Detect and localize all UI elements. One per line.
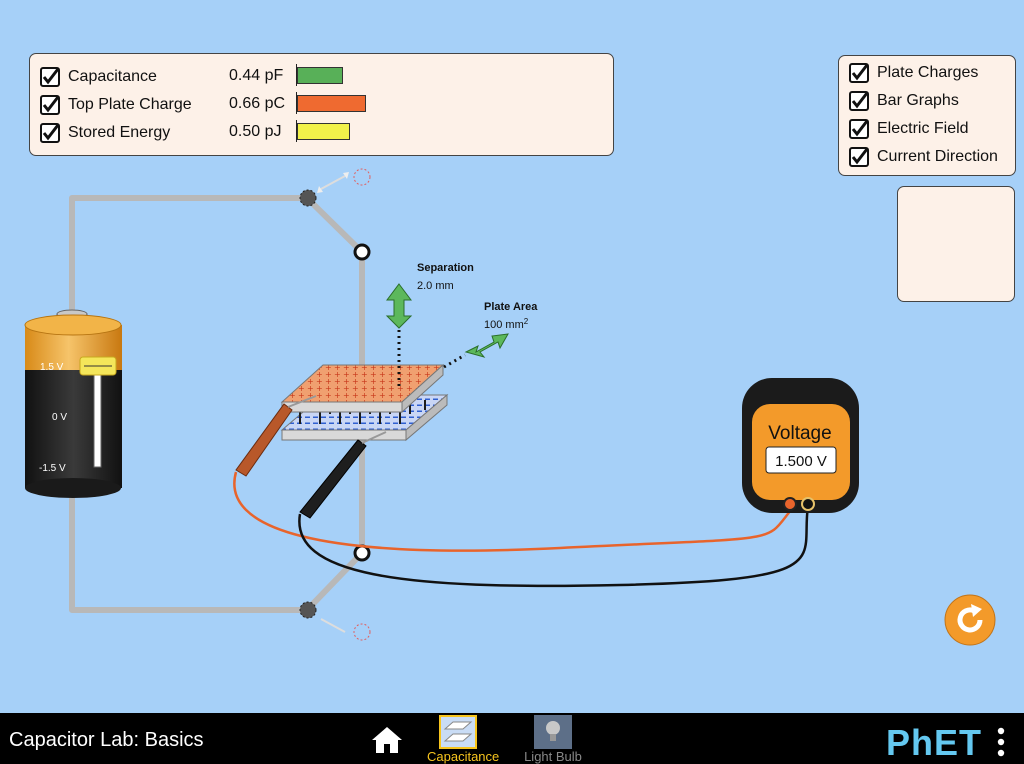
voltmeter-reading: 1.500 V bbox=[775, 453, 827, 470]
plate-charges-option[interactable]: Plate Charges bbox=[849, 60, 978, 86]
capacitor bbox=[280, 363, 449, 442]
top-plate-charge-value: 0.66 pC bbox=[229, 95, 286, 112]
current-direction-label: Current Direction bbox=[877, 148, 998, 165]
plate-area-label: Plate Area bbox=[484, 301, 538, 313]
red-probe-wire bbox=[233, 471, 797, 552]
bottom-switch[interactable] bbox=[299, 544, 371, 641]
battery-voltage-track bbox=[93, 366, 102, 468]
electric-field-label: Electric Field bbox=[877, 120, 969, 137]
plate-area-value: 100 mm2 bbox=[484, 317, 529, 331]
view-options-panel: Plate Charges Bar Graphs Electric Field … bbox=[838, 55, 1016, 176]
top-plate-charge-row[interactable]: Top Plate Charge bbox=[40, 92, 192, 118]
stored-energy-checkbox[interactable] bbox=[40, 123, 60, 143]
phet-logo[interactable]: PhET bbox=[886, 722, 983, 763]
tab-light-bulb-label: Light Bulb bbox=[524, 749, 582, 764]
plate-charges-checkbox[interactable] bbox=[849, 63, 869, 83]
menu-icon[interactable] bbox=[996, 727, 1006, 757]
electric-field-option[interactable]: Electric Field bbox=[849, 116, 969, 142]
current-direction-option[interactable]: Current Direction bbox=[849, 144, 998, 170]
stored-energy-value: 0.50 pJ bbox=[229, 123, 282, 140]
sim-title: Capacitor Lab: Basics bbox=[9, 729, 204, 751]
bar-graphs-option[interactable]: Bar Graphs bbox=[849, 88, 959, 114]
home-icon[interactable] bbox=[370, 725, 404, 755]
battery-tick-top: 1.5 V bbox=[40, 362, 64, 373]
black-probe[interactable] bbox=[299, 431, 387, 519]
meter-panel: Capacitance Top Plate Charge Stored Ener… bbox=[29, 53, 614, 156]
capacitance-bar-axis bbox=[296, 64, 297, 86]
top-plate-charge-bar bbox=[297, 95, 366, 112]
stored-energy-row[interactable]: Stored Energy bbox=[40, 120, 170, 146]
top-switch[interactable] bbox=[299, 168, 371, 261]
separation-label: Separation bbox=[417, 262, 474, 274]
stored-energy-label: Stored Energy bbox=[68, 124, 171, 141]
tab-capacitance[interactable]: Capacitance bbox=[427, 713, 500, 764]
bar-graphs-label: Bar Graphs bbox=[877, 92, 959, 109]
capacitance-row[interactable]: Capacitance bbox=[40, 64, 157, 90]
voltmeter-title: Voltage bbox=[768, 423, 831, 444]
capacitance-bar bbox=[297, 67, 343, 84]
battery-tick-mid: 0 V bbox=[52, 412, 67, 423]
top-plate-charge-checkbox[interactable] bbox=[40, 95, 60, 115]
tab-capacitance-label: Capacitance bbox=[427, 749, 500, 764]
plate-area-handle[interactable] bbox=[443, 333, 509, 369]
top-plate-charge-bar-axis bbox=[296, 92, 297, 114]
battery: 1.5 V 0 V -1.5 V bbox=[24, 309, 122, 498]
capacitance-value: 0.44 pF bbox=[229, 67, 284, 84]
current-direction-checkbox[interactable] bbox=[849, 147, 869, 167]
circuit-scene: + 1.5 V 0 V -1.5 V bbox=[24, 168, 859, 641]
navigation-bar: Capacitor Lab: Basics Capacitance Light … bbox=[0, 713, 1024, 764]
voltmeter[interactable] bbox=[742, 378, 859, 513]
electric-field-checkbox[interactable] bbox=[849, 119, 869, 139]
capacitance-checkbox[interactable] bbox=[40, 67, 60, 87]
stored-energy-bar bbox=[297, 123, 350, 140]
separation-handle[interactable] bbox=[385, 283, 413, 388]
red-probe[interactable] bbox=[235, 395, 317, 477]
black-probe-wire bbox=[298, 505, 810, 588]
capacitance-tab-icon bbox=[439, 715, 477, 749]
plate-charges-label: Plate Charges bbox=[877, 64, 979, 81]
stored-energy-bar-axis bbox=[296, 120, 297, 142]
top-plate-charge-label: Top Plate Charge bbox=[68, 96, 192, 113]
top-plate[interactable] bbox=[280, 363, 445, 414]
light-bulb-tab-icon bbox=[534, 715, 572, 749]
capacitance-label: Capacitance bbox=[68, 68, 157, 85]
tab-light-bulb[interactable]: Light Bulb bbox=[522, 713, 584, 764]
bar-graphs-checkbox[interactable] bbox=[849, 91, 869, 111]
battery-tick-bottom: -1.5 V bbox=[39, 463, 66, 474]
toolbox-panel bbox=[897, 186, 1015, 302]
reset-all-button[interactable] bbox=[944, 594, 996, 646]
separation-value: 2.0 mm bbox=[417, 280, 454, 292]
